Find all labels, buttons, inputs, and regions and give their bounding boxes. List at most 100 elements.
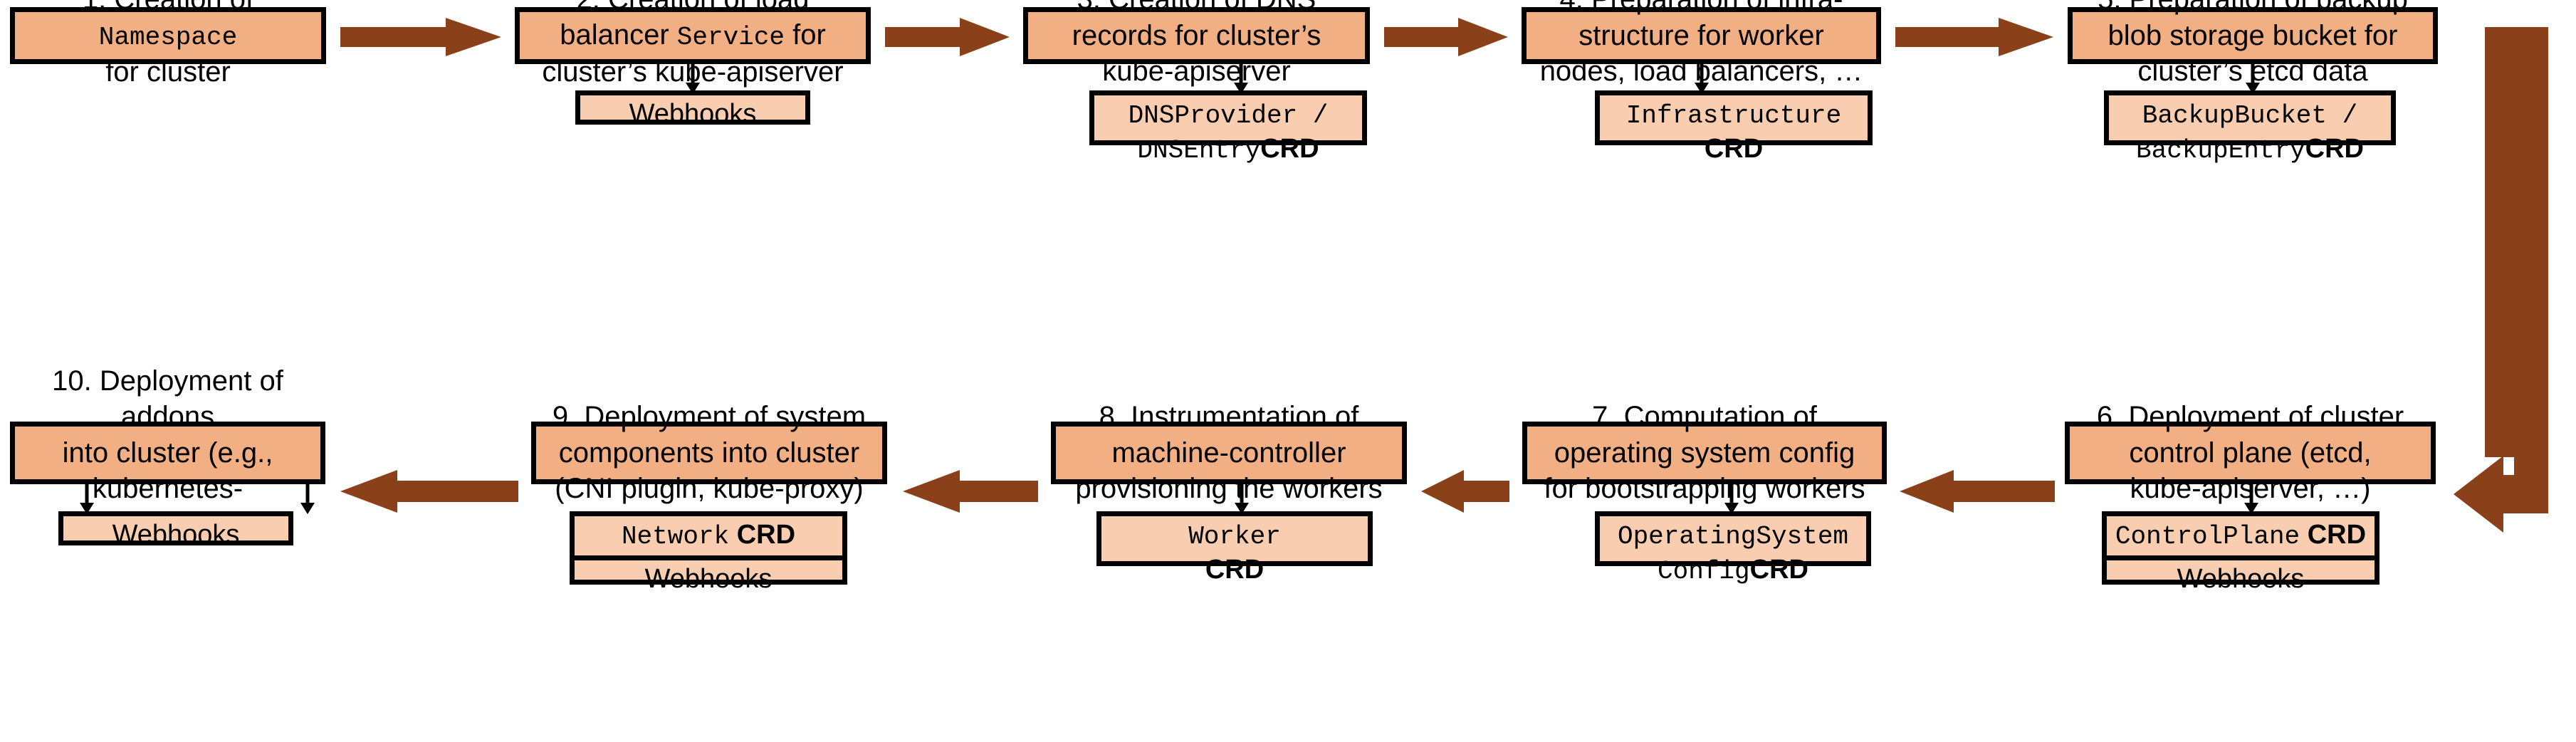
step-box-10[interactable]: 10. Deployment of addons into cluster (e… xyxy=(10,365,325,540)
leaf-cell-network-crd: Network CRD xyxy=(575,516,842,555)
step-box-8[interactable]: 8. Instrumentation of machine-controller… xyxy=(1051,401,1407,504)
leaf-8-line-1: Worker xyxy=(1188,522,1281,551)
leaf-6-crd-name: ControlPlane xyxy=(2115,522,2300,551)
step-6-line-2: control plane (etcd, xyxy=(2129,437,2372,469)
connector-step-7-to-osc-crd xyxy=(1719,483,1744,514)
connector-step-6-to-controlplane-crd xyxy=(2239,483,2264,514)
leaf-cell-webhooks: Webhooks xyxy=(580,95,805,133)
leaf-3-line-1: DNSProvider / xyxy=(1128,101,1329,130)
leaf-cell-worker-crd: Worker CRD xyxy=(1101,516,1368,589)
step-box-4[interactable]: 4. Preparation of infra- structure for w… xyxy=(1522,0,1881,87)
connector-step-4-to-crd xyxy=(1689,63,1714,94)
step-box-1[interactable]: 1. Creation of Namespace for cluster xyxy=(10,0,326,88)
leaf-3-crd-suffix: CRD xyxy=(1260,133,1319,164)
step-3-text: 3. Creation of DNS records for cluster’s… xyxy=(1035,0,1358,90)
arrow-step-2-to-3 xyxy=(885,18,1010,56)
leaf-9-crd-name: Network xyxy=(621,522,730,551)
leaf-7-text: OperatingSystem ConfigCRD xyxy=(1618,518,1848,587)
step-3-line-3: kube-apiserver xyxy=(1102,56,1291,88)
leaf-4-line-1: Infrastructure xyxy=(1625,101,1842,130)
step-9-line-1: 9. Deployment of system xyxy=(552,401,866,433)
leaf-9-crd-suffix: CRD xyxy=(736,520,796,550)
arrow-step-1-to-2 xyxy=(340,18,501,56)
arrow-step-3-to-4 xyxy=(1384,18,1508,56)
leaf-box-webhooks-10[interactable]: Webhooks xyxy=(58,511,293,550)
leaf-3-line-2: DNSEntry xyxy=(1137,135,1261,165)
step-1-line-1: 1. Creation of xyxy=(83,0,253,15)
step-4-line-2: structure for worker xyxy=(1578,19,1824,51)
step-10-line-1: 10. Deployment of addons xyxy=(52,365,283,433)
leaf-5-line-1: BackupBucket / xyxy=(2142,101,2358,130)
leaf-6-crd-text: ControlPlane CRD xyxy=(2115,518,2366,553)
leaf-cell-webhooks-10: Webhooks xyxy=(63,516,288,554)
step-1-line-3: for cluster xyxy=(105,56,231,88)
connector-step-2-to-webhooks xyxy=(680,63,706,94)
leaf-4-crd-suffix: CRD xyxy=(1704,133,1764,164)
arrow-step-8-to-9 xyxy=(903,470,1038,513)
step-box-7[interactable]: 7. Computation of operating system confi… xyxy=(1522,401,1887,504)
step-box-2[interactable]: 2. Creation of load balancer Service for… xyxy=(515,0,871,88)
leaf-box-infrastructure-crd[interactable]: Infrastructure CRD xyxy=(1595,90,1873,164)
step-5-line-2: blob storage bucket for xyxy=(2108,19,2398,51)
arrow-step-5-to-6-head xyxy=(2449,456,2563,533)
connector-step-3-to-crd xyxy=(1228,63,1254,94)
step-7-line-3: for bootstrapping workers xyxy=(1544,473,1865,505)
leaf-cell-dns-crd: DNSProvider / DNSEntryCRD xyxy=(1094,95,1362,169)
leaf-8-crd-suffix: CRD xyxy=(1205,554,1265,585)
leaf-box-backup-crd[interactable]: BackupBucket / BackupEntryCRD xyxy=(2104,90,2396,165)
leaf-2-webhooks-label: Webhooks xyxy=(629,99,757,129)
connector-step-10-to-webhooks xyxy=(74,483,100,514)
leaf-6-webhooks-label: Webhooks xyxy=(2177,563,2305,594)
step-9-line-3: (CNI plugin, kube-proxy) xyxy=(555,473,864,505)
step-box-5[interactable]: 5. Preparation of backup blob storage bu… xyxy=(2068,0,2438,87)
arrow-step-5-to-6-wraparound xyxy=(2438,21,2576,520)
step-8-text: 8. Instrumentation of machine-controller… xyxy=(1063,399,1395,506)
step-7-line-1: 7. Computation of xyxy=(1592,401,1817,433)
step-8-line-2: machine-controller xyxy=(1111,437,1346,469)
step-6-line-1: 6. Deployment of cluster xyxy=(2096,401,2404,433)
step-box-6[interactable]: 6. Deployment of cluster control plane (… xyxy=(2065,401,2436,504)
leaf-5-text: BackupBucket / BackupEntryCRD xyxy=(2136,98,2364,167)
step-5-text: 5. Preparation of backup blob storage bu… xyxy=(2080,0,2426,90)
step-9-line-2: components into cluster xyxy=(558,437,860,469)
leaf-cell-osc-crd: OperatingSystem ConfigCRD xyxy=(1600,516,1866,590)
leaf-box-worker-crd[interactable]: Worker CRD xyxy=(1096,511,1373,585)
leaf-box-dns-crd[interactable]: DNSProvider / DNSEntryCRD xyxy=(1089,90,1367,165)
step-1-text: 1. Creation of Namespace for cluster xyxy=(22,0,314,90)
leaf-box-controlplane-crd[interactable]: ControlPlane CRD Webhooks xyxy=(2102,511,2379,594)
leaf-cell-controlplane-webhooks: Webhooks xyxy=(2107,555,2375,598)
step-8-line-1: 8. Instrumentation of xyxy=(1099,401,1359,433)
step-3-line-2: records for cluster’s xyxy=(1072,19,1321,51)
leaf-5-line-2: BackupEntry xyxy=(2136,135,2305,165)
step-2-line-1: 2. Creation of load xyxy=(577,0,810,15)
leaf-7-line-1: OperatingSystem xyxy=(1617,522,1849,551)
arrow-step-4-to-5 xyxy=(1895,18,2053,56)
step-3-line-1: 3. Creation of DNS xyxy=(1077,0,1316,15)
leaf-8-text: Worker CRD xyxy=(1188,518,1281,587)
leaf-box-webhooks-2[interactable]: Webhooks xyxy=(575,90,810,129)
step-9-text: 9. Deployment of system components into … xyxy=(543,399,875,506)
leaf-cell-controlplane-crd: ControlPlane CRD xyxy=(2107,516,2375,555)
leaf-box-osc-crd[interactable]: OperatingSystem ConfigCRD xyxy=(1595,511,1871,586)
arrow-step-9-to-10 xyxy=(340,470,518,513)
connector-step-9-to-network-crd xyxy=(295,483,320,514)
leaf-9-webhooks-label: Webhooks xyxy=(644,563,773,594)
connector-step-5-to-crd xyxy=(2240,63,2266,94)
step-box-9[interactable]: 9. Deployment of system components into … xyxy=(531,401,887,504)
leaf-7-line-2: Config xyxy=(1658,556,1750,586)
connector-step-8-to-worker-crd xyxy=(1229,483,1255,514)
leaf-cell-backup-crd: BackupBucket / BackupEntryCRD xyxy=(2109,95,2391,169)
step-5-line-1: 5. Preparation of backup xyxy=(2098,0,2408,15)
step-4-line-1: 4. Preparation of infra- xyxy=(1560,0,1843,15)
step-7-text: 7. Computation of operating system confi… xyxy=(1534,399,1875,506)
arrow-step-7-to-8 xyxy=(1421,470,1509,513)
step-1-line-2: Namespace xyxy=(98,23,238,53)
leaf-6-crd-suffix: CRD xyxy=(2307,520,2367,550)
step-box-3[interactable]: 3. Creation of DNS records for cluster’s… xyxy=(1023,0,1370,87)
leaf-cell-network-webhooks: Webhooks xyxy=(575,555,842,598)
arrow-step-6-to-7 xyxy=(1900,470,2055,513)
leaf-box-network-crd[interactable]: Network CRD Webhooks xyxy=(570,511,847,594)
step-2-line-2: balancer Service for xyxy=(560,19,826,53)
step-10-line-2: into cluster (e.g., xyxy=(62,437,273,469)
